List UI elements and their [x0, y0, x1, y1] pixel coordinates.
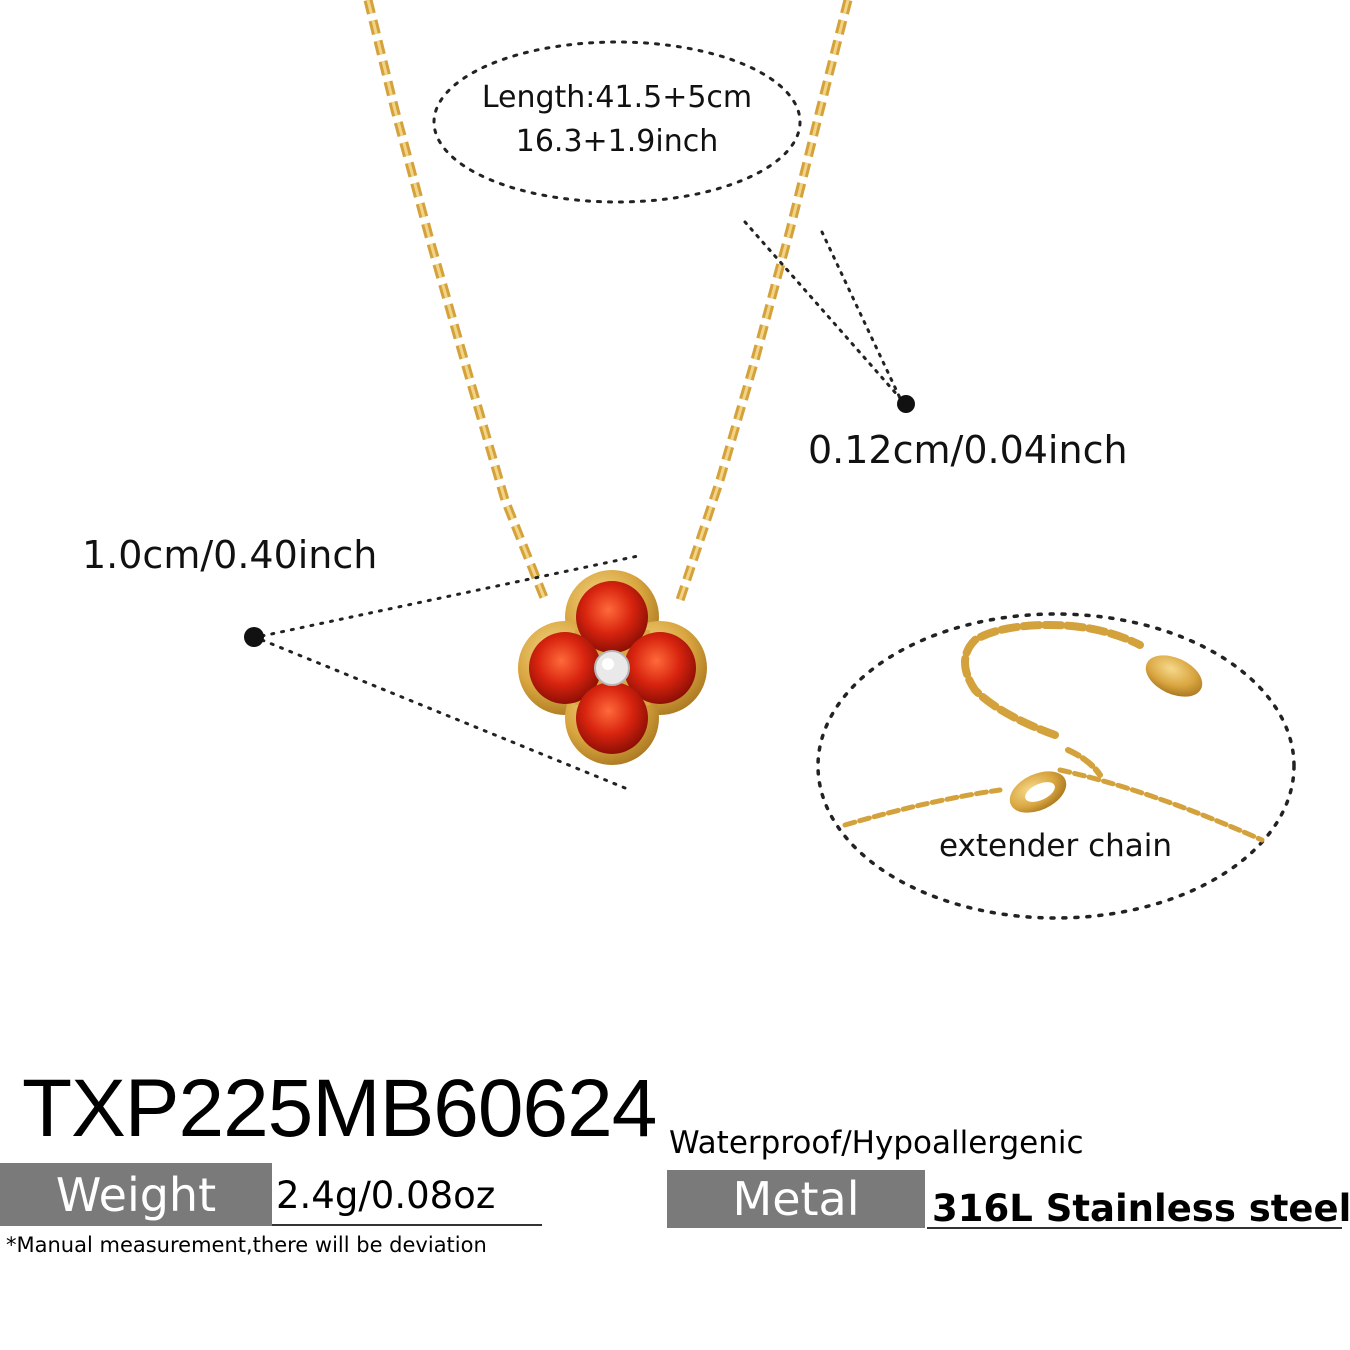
- chain-left: [363, 0, 550, 602]
- weight-underline: [272, 1224, 542, 1226]
- pendant-size-dot: [244, 627, 264, 647]
- metal-underline: [927, 1227, 1342, 1229]
- extender-callout-ellipse: [816, 612, 1296, 920]
- measurement-note: *Manual measurement,there will be deviat…: [6, 1233, 487, 1257]
- weight-label: Weight: [0, 1163, 272, 1226]
- weight-value: 2.4g/0.08oz: [276, 1174, 496, 1217]
- extender-chain: [842, 620, 1265, 843]
- metal-value: 316L Stainless steel: [932, 1187, 1350, 1230]
- clover-pendant: [518, 570, 707, 765]
- chain-right: [675, 0, 853, 602]
- extender-tag: [1145, 655, 1203, 697]
- length-callout-ellipse: [432, 40, 802, 204]
- pendant-size-callout: [260, 554, 640, 792]
- length-inch-text: 16.3+1.9inch: [515, 124, 719, 159]
- product-sku: TXP225MB60624: [22, 1063, 657, 1154]
- length-text: Length:41.5+5cm: [481, 80, 753, 115]
- thickness-callout: [743, 220, 902, 400]
- features-text: Waterproof/Hypoallergenic: [669, 1125, 1084, 1161]
- pendant-size-text: 1.0cm/0.40inch: [82, 533, 378, 577]
- thickness-dot: [897, 395, 915, 413]
- extender-chain-text: extender chain: [939, 828, 1173, 864]
- metal-label: Metal: [667, 1170, 925, 1228]
- lobster-clasp: [1009, 771, 1067, 813]
- chain-thickness-text: 0.12cm/0.04inch: [808, 428, 1128, 472]
